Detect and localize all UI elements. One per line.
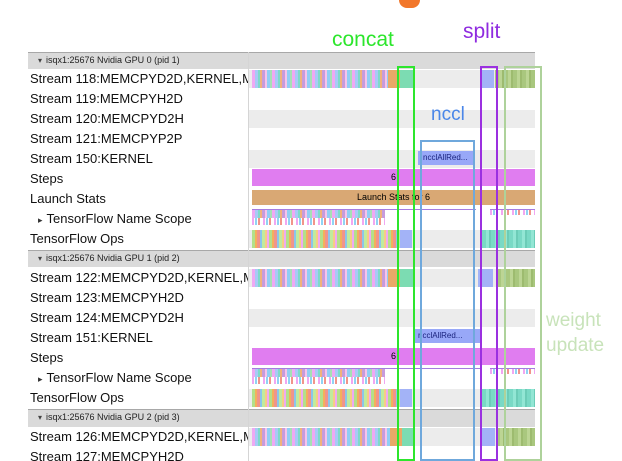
tf-ops-segment[interactable]: [400, 389, 412, 407]
track-label-stream118: Stream 118:MEMCPYD2D,KERNEL,ME: [30, 71, 248, 86]
track-label-stream121: Stream 121:MEMCPYP2P: [30, 131, 183, 146]
collapse-closed-icon[interactable]: ▸: [38, 215, 43, 225]
track-label-stream119: Stream 119:MEMCPYH2D: [30, 91, 183, 106]
gpu1-section-label: isqx1:25676 Nvidia GPU 1 (pid 2): [46, 253, 180, 263]
track-label-stream151: Stream 151:KERNEL: [30, 330, 153, 345]
nccl-annotation-label: nccl: [431, 104, 465, 125]
track-label-tf-ops: TensorFlow Ops: [30, 390, 124, 405]
split-annotation-label: split: [463, 20, 501, 43]
name-scope-ticks: [252, 218, 385, 225]
track-label-launch-stats: Launch Stats: [30, 191, 106, 206]
stream118-split-segment[interactable]: [481, 70, 494, 88]
name-scope-ticks: [252, 377, 385, 384]
gpu2-section-header[interactable]: ▾isqx1:25676 Nvidia GPU 2 (pid 3): [28, 409, 535, 427]
stream126-kernel-activity-bar[interactable]: [252, 428, 390, 446]
stream122-weight-update-segment[interactable]: [497, 269, 535, 287]
weight-update-annotation-label: weight update: [546, 310, 605, 356]
tf-ops-segment[interactable]: [400, 230, 412, 248]
name-scope-line: [252, 209, 476, 210]
label-timeline-divider: [248, 52, 249, 461]
stream118-concat-segment[interactable]: [400, 70, 415, 88]
track-label-steps: Steps: [30, 171, 64, 186]
stream122-kernel-activity-bar[interactable]: [252, 269, 388, 287]
tf-ops-bar[interactable]: [252, 230, 400, 248]
name-scope-ticks: [490, 369, 535, 374]
track-label-stream120: Stream 120:MEMCPYD2H: [30, 111, 184, 126]
tf-ops-bar[interactable]: [252, 389, 400, 407]
name-scope-line: [252, 368, 480, 369]
steps-bar[interactable]: 6: [252, 348, 535, 365]
gpu0-section-label: isqx1:25676 Nvidia GPU 0 (pid 1): [46, 55, 180, 65]
nccl-allreduce-bar[interactable]: ncclAllRed...: [413, 329, 480, 343]
track-label-stream127: Stream 127:MEMCPYH2D: [30, 449, 184, 461]
track-label-stream122: Stream 122:MEMCPYD2D,KERNEL,MI: [30, 270, 248, 285]
stream122-concat-segment[interactable]: [400, 269, 415, 287]
track-band: [249, 110, 535, 128]
stream126-split-segment[interactable]: [482, 428, 495, 446]
collapse-open-icon[interactable]: ▾: [38, 413, 43, 422]
launch-stats-bar[interactable]: Launch Stats for 6: [252, 190, 535, 205]
track-label-name-scope[interactable]: ▸TensorFlow Name Scope: [30, 209, 256, 229]
track-band: [249, 289, 535, 307]
track-band: [249, 90, 535, 108]
steps-value: 6: [391, 172, 397, 182]
nccl-annotation-box: [420, 140, 475, 461]
track-label-stream126: Stream 126:MEMCPYD2D,KERNEL,MI: [30, 429, 248, 444]
track-label-stream124: Stream 124:MEMCPYD2H: [30, 310, 184, 325]
track-band: [249, 309, 535, 327]
name-scope-ticks: [490, 210, 535, 215]
track-label-tf-ops: TensorFlow Ops: [30, 231, 124, 246]
gpu1-section-header[interactable]: ▾isqx1:25676 Nvidia GPU 1 (pid 2): [28, 250, 535, 267]
tf-ops-weight-update-segment[interactable]: [482, 230, 535, 248]
stream126-concat-segment[interactable]: [402, 428, 415, 446]
track-label-name-scope[interactable]: ▸TensorFlow Name Scope: [30, 368, 256, 388]
cropped-orange-glyph: [399, 0, 420, 8]
collapse-open-icon[interactable]: ▾: [38, 56, 43, 65]
name-scope-bar[interactable]: [252, 369, 385, 377]
track-label-steps: Steps: [30, 350, 64, 365]
tf-ops-weight-update-segment[interactable]: [482, 389, 535, 407]
track-label-stream123: Stream 123:MEMCPYH2D: [30, 290, 184, 305]
stream118-kernel-activity-bar[interactable]: [252, 70, 388, 88]
nccl-allreduce-bar[interactable]: ncclAllRed...: [418, 151, 475, 165]
concat-annotation-label: concat: [332, 28, 394, 51]
name-scope-line: [490, 209, 535, 210]
track-label-stream150: Stream 150:KERNEL: [30, 151, 153, 166]
name-scope-bar[interactable]: [252, 210, 385, 218]
gpu0-section-header[interactable]: ▾isqx1:25676 Nvidia GPU 0 (pid 1): [28, 52, 535, 69]
collapse-closed-icon[interactable]: ▸: [38, 374, 43, 384]
name-scope-label: TensorFlow Name Scope: [46, 211, 192, 226]
steps-bar[interactable]: 6: [252, 169, 535, 186]
split-annotation-box: [480, 66, 498, 461]
concat-annotation-box: [397, 66, 415, 461]
stream126-memcpy-segment[interactable]: [390, 428, 402, 446]
track-band: [249, 130, 535, 148]
collapse-open-icon[interactable]: ▾: [38, 254, 43, 263]
name-scope-label: TensorFlow Name Scope: [46, 370, 192, 385]
gpu2-section-label: isqx1:25676 Nvidia GPU 2 (pid 3): [46, 412, 180, 422]
weight-update-annotation-box: [504, 66, 542, 461]
name-scope-line: [490, 368, 535, 369]
steps-value: 6: [391, 351, 397, 361]
